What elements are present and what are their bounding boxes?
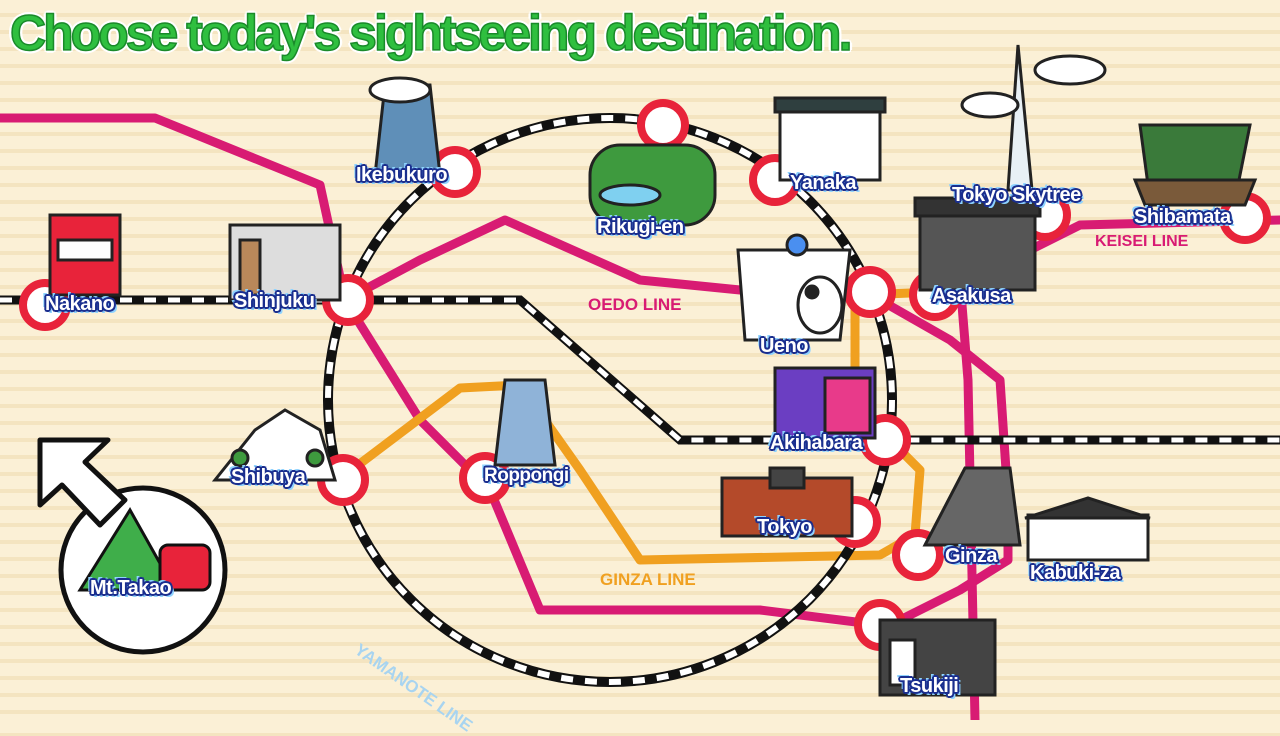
landmark-icons <box>48 44 1258 697</box>
station-yanaka[interactable]: Yanaka <box>790 172 856 194</box>
station-takao[interactable]: Mt.Takao <box>90 577 172 599</box>
station-roppongi[interactable]: Roppongi <box>484 465 569 486</box>
station-tokyo[interactable]: Tokyo <box>757 516 812 538</box>
station-shibuya[interactable]: Shibuya <box>231 466 306 488</box>
keisei-line-label: KEISEI LINE <box>1095 233 1189 250</box>
station-ikebukuro[interactable]: Ikebukuro <box>356 164 448 186</box>
station-ginza[interactable]: Ginza <box>945 545 997 567</box>
ginza-line-label: GINZA LINE <box>600 570 696 589</box>
takao-button <box>37 437 228 655</box>
station-tsukiji[interactable]: Tsukiji <box>900 675 959 697</box>
station-skytree[interactable]: Tokyo Skytree <box>952 184 1081 206</box>
station-shibamata[interactable]: Shibamata <box>1134 206 1231 228</box>
route-map <box>0 44 1280 720</box>
station-asakusa[interactable]: Asakusa <box>932 285 1011 307</box>
station-rikugien[interactable]: Rikugi-en <box>597 216 684 238</box>
station-kabukiza[interactable]: Kabuki-za <box>1030 562 1120 584</box>
oedo-line-label: OEDO LINE <box>588 295 682 314</box>
station-shinjuku[interactable]: Shinjuku <box>234 290 315 312</box>
station-ueno[interactable]: Ueno <box>760 335 809 357</box>
station-nakano[interactable]: Nakano <box>45 293 115 315</box>
page-title: Choose today's sightseeing destination. <box>9 4 853 62</box>
station-akihabara[interactable]: Akihabara <box>770 432 863 454</box>
